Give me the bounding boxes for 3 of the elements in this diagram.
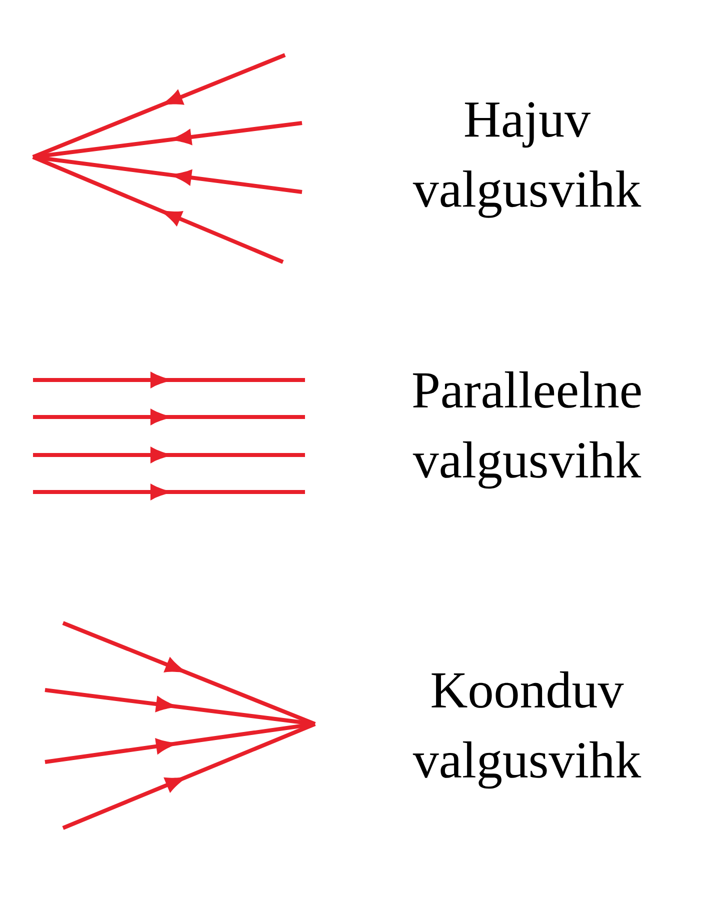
beam-label: Paralleelne valgusvihk [412,371,642,489]
beam-label: Koonduv valgusvihk [412,671,642,789]
beam-label: Hajuv valgusvihk [412,102,642,218]
